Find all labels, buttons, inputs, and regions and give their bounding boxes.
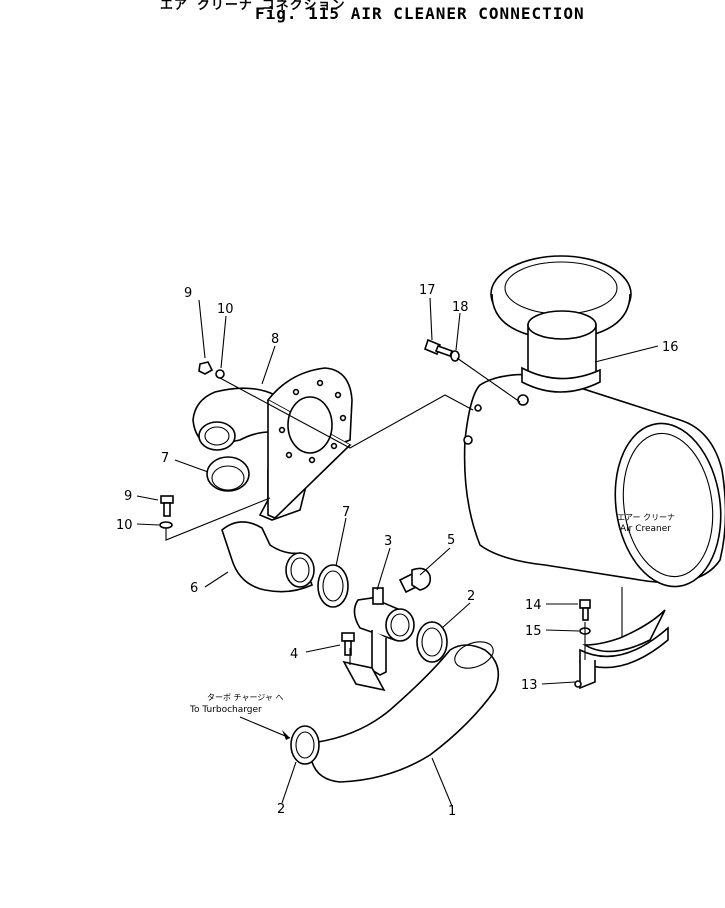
hose-clamp-7-lower (317, 564, 349, 608)
bolt-17 (424, 338, 454, 358)
callout-3: 3 (384, 534, 392, 549)
washer-18 (450, 350, 460, 362)
fitting-5 (398, 567, 432, 594)
pipe-adapter-3 (342, 587, 415, 692)
washer-10 (159, 521, 173, 529)
callout-6: 6 (190, 581, 198, 596)
callout-12: 10 (217, 302, 234, 317)
callout-7-upper: 7 (161, 451, 169, 466)
figure-title: Fig. 115 AIR CLEANER CONNECTION (255, 4, 585, 23)
callout-16: 16 (662, 340, 679, 355)
elbow-6 (221, 521, 315, 593)
callout-10: 10 (116, 518, 133, 533)
callout-15: 15 (525, 624, 542, 639)
air-cleaner-assembly: エアー クリーナ Air Creaner (463, 255, 725, 648)
assembly-line-nut (219, 377, 474, 449)
air-cleaner-label: Air Creaner (620, 524, 671, 534)
callout-13: 13 (521, 678, 538, 693)
callout-8: 8 (271, 332, 279, 347)
air-cleaner-label-jp: エアー クリーナ (617, 513, 675, 522)
hose-1 (306, 641, 500, 783)
washer-12 (215, 369, 225, 379)
leader-lines (136, 297, 659, 807)
callout-1: 1 (448, 804, 456, 819)
callout-14: 14 (525, 598, 542, 613)
callout-numbers: 9 10 8 7 9 10 6 7 3 5 2 4 17 18 16 14 15… (116, 283, 679, 819)
figure-title-japanese: エア クリーナ コネクション (160, 0, 346, 13)
turbo-note-jp: ターボ チャージャ へ (207, 693, 283, 702)
turbo-note: To Turbocharger (189, 705, 262, 715)
flange-holes (278, 379, 347, 464)
bolt-14 (579, 599, 591, 621)
hose-clamp-7-upper (206, 456, 250, 492)
callout-11: 9 (184, 286, 192, 301)
assembly-line-bolt-9 (165, 497, 271, 541)
callout-7-lower: 7 (342, 505, 350, 520)
bolt-9 (160, 495, 174, 517)
support-bracket (574, 609, 669, 690)
hose-clamp-2-lower (290, 725, 320, 765)
assembly-line-bolt-17 (456, 357, 521, 403)
turbo-arrow (282, 730, 290, 740)
callout-18: 18 (452, 300, 469, 315)
callout-5: 5 (447, 533, 455, 548)
callout-2-upper: 2 (467, 589, 475, 604)
elbow-bracket (192, 367, 353, 521)
bolt-4 (341, 632, 355, 656)
callout-2-lower: 2 (277, 802, 285, 817)
callout-17: 17 (419, 283, 436, 298)
hose-clamp-2-upper (416, 621, 448, 663)
callout-4: 4 (290, 647, 298, 662)
callout-9: 9 (124, 489, 132, 504)
nut-11 (198, 361, 214, 375)
